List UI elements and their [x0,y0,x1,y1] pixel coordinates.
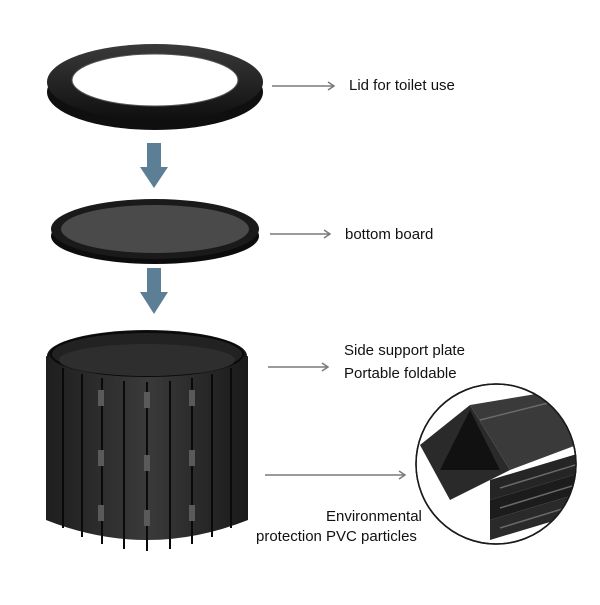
folding-side-plates [46,330,248,551]
down-arrow-icon [140,268,168,314]
pvc-detail-closeup [415,383,577,545]
lid-ring [47,44,263,130]
pointer-arrow-icon [272,81,336,91]
lid-label: Lid for toilet use [349,77,455,94]
pointer-arrow-icon [270,229,332,239]
bottom-board-label: bottom board [345,226,434,243]
material-label-line1: Environmental [326,508,422,525]
side-support-label: Side support plate [344,342,465,359]
pointer-arrow-icon [268,362,330,372]
pointer-arrow-icon [265,470,407,480]
bottom-board [51,199,259,264]
portable-foldable-label: Portable foldable [344,365,457,382]
down-arrow-icon [140,143,168,188]
material-label-line2: protection PVC particles [256,528,417,545]
